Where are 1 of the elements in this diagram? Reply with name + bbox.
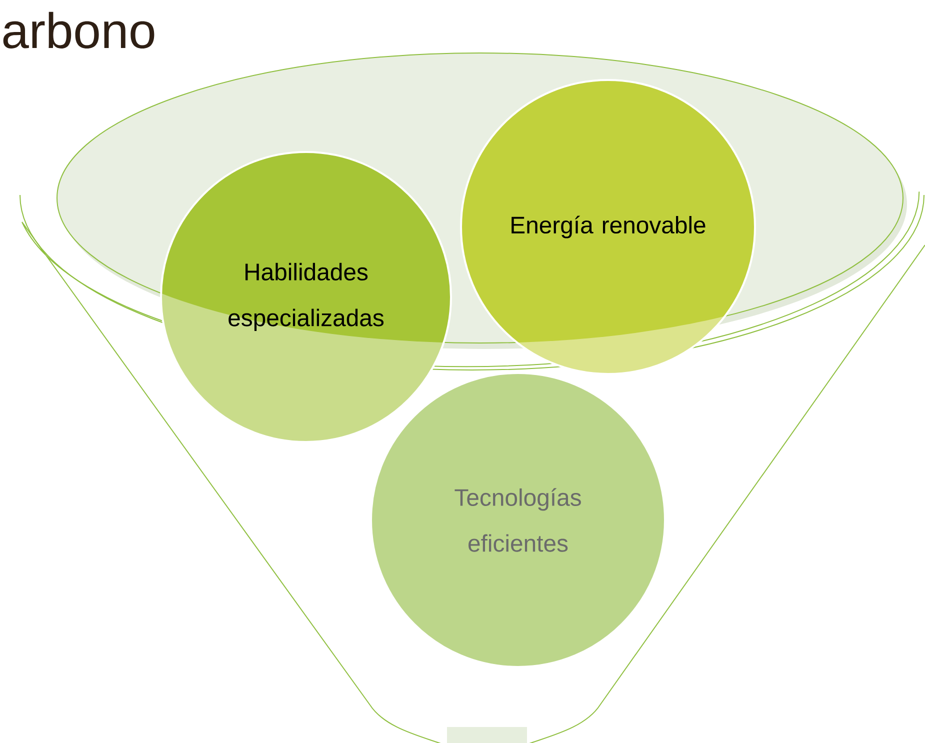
title: arbono: [3, 12, 154, 48]
